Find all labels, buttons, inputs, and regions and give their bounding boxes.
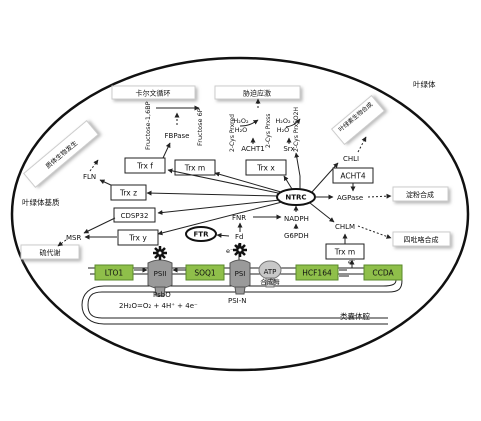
ftr-label: FTR bbox=[194, 231, 210, 239]
trx-x-label: Trx x bbox=[256, 164, 275, 173]
h2o-a-label: H₂O bbox=[235, 126, 248, 134]
trx-y-label: Trx y bbox=[128, 234, 147, 243]
trx-y-box bbox=[117, 229, 159, 246]
srx-label: Srx bbox=[283, 145, 294, 153]
trxf-to-fbpase-arrow bbox=[162, 142, 171, 159]
prx-overoxidation-arrow bbox=[285, 118, 301, 128]
lto1-label: LTO1 bbox=[105, 269, 124, 278]
lto1-box bbox=[94, 264, 134, 281]
cys-prxred-label: 2-Cys Prxred bbox=[229, 114, 236, 152]
fln-label: FLN bbox=[83, 173, 96, 181]
hcf164-ccda-link bbox=[339, 269, 349, 277]
ntrc-to-trxm-arrow bbox=[214, 171, 282, 193]
ntrc-to-prx-arrow bbox=[294, 152, 301, 189]
chlm-to-tetrapyrrole-arrow bbox=[357, 225, 392, 239]
calvin-cycle-box: 卡尔文循环 bbox=[111, 85, 196, 100]
acht4-label: ACHT4 bbox=[340, 172, 365, 181]
chli-label: CHLI bbox=[343, 155, 359, 163]
psbo-label: PsbO bbox=[153, 291, 171, 299]
psin-label: PSI-N bbox=[228, 297, 247, 305]
trx-f-box bbox=[124, 157, 166, 174]
ntrc-to-trxx-arrow bbox=[283, 175, 293, 190]
hcf164-label: HCF164 bbox=[302, 269, 332, 278]
ntrc-to-trxy-arrow bbox=[157, 201, 283, 236]
tetrapyrrole-synthesis-label: 四吡咯合成 bbox=[404, 235, 439, 244]
ntrc-to-trxf-arrow bbox=[167, 168, 279, 194]
starch-synthesis-label: 淀粉合成 bbox=[406, 190, 434, 199]
fbpase-label: FBPase bbox=[165, 132, 190, 140]
e-minus2-label: e⁻ bbox=[348, 258, 355, 266]
fln-to-plastid-arrow bbox=[89, 159, 99, 172]
atp-synthase-label: 合成酶 bbox=[260, 277, 280, 286]
nadph-label: NADPH bbox=[284, 215, 309, 223]
sulfur-metabolism-box: 硫代谢 bbox=[20, 244, 80, 260]
psii-complex: PSII bbox=[147, 246, 173, 297]
fd-to-ftr-arrow bbox=[216, 232, 230, 238]
atp-label: ATP bbox=[264, 268, 277, 276]
g6pdh-label: G6PDH bbox=[284, 232, 309, 240]
cys-prxso2h-label: 2-Cys PrxSO2H bbox=[293, 107, 300, 152]
thylakoid-lumen-label: 类囊体腔 bbox=[340, 311, 370, 321]
prx-oxidation-arrow bbox=[239, 119, 259, 127]
trx-z-box bbox=[110, 184, 147, 201]
trx-f-label: Trx f bbox=[136, 162, 153, 171]
msr-to-sulfur-arrow bbox=[57, 239, 67, 247]
h2o2-a-label: H₂O₂ bbox=[233, 117, 249, 125]
h2o2-b-label: H₂O₂ bbox=[275, 117, 291, 125]
soq1-box bbox=[185, 264, 225, 281]
tetrapyrrole-synthesis-box: 四吡咯合成 bbox=[392, 231, 451, 247]
chlorophyll-synthesis-box: 叶绿素生物合成 bbox=[330, 94, 386, 146]
psii-label: PSII bbox=[154, 270, 167, 278]
e-minus-label: e⁻ bbox=[226, 247, 233, 255]
cdsp32-box bbox=[113, 207, 156, 223]
stress-response-box: 胁迫应激 bbox=[214, 85, 301, 100]
calvin-cycle-label: 卡尔文循环 bbox=[136, 89, 171, 98]
chloroplast-matrix-label: 叶绿体基质 bbox=[22, 197, 60, 207]
acht1-label: ACHT1 bbox=[241, 145, 265, 153]
psi-complex: PSI bbox=[229, 243, 251, 295]
atp-synthase bbox=[258, 260, 282, 288]
psi-label: PSI bbox=[235, 270, 246, 278]
stress-response-label: 胁迫应激 bbox=[243, 89, 271, 98]
soq1-label: SOQ1 bbox=[194, 269, 216, 278]
water-split-label: 2H₂O=O₂ + 4H⁺ + 4e⁻ bbox=[119, 302, 198, 310]
fd-label: Fd bbox=[235, 233, 243, 241]
chloroplast-label: 叶绿体 bbox=[413, 79, 436, 89]
ccda-box bbox=[363, 264, 403, 281]
ntrc-to-chlm-arrow bbox=[309, 202, 335, 223]
ntrc-to-cdsp32-arrow bbox=[157, 199, 281, 216]
trx-m1-label: Trx m bbox=[184, 164, 206, 173]
fnr-label: FNR bbox=[232, 214, 246, 222]
trx-m2-box bbox=[325, 243, 365, 260]
msr-label: MSR bbox=[66, 234, 81, 242]
cys-prxss-label: 2-Cys Prxss bbox=[265, 114, 272, 148]
cdsp32-to-msr-arrow bbox=[83, 217, 116, 234]
agpase-label: AGPase bbox=[337, 194, 363, 202]
trx-x-box bbox=[245, 159, 287, 176]
h2o-b-label: H₂O bbox=[277, 126, 290, 134]
chli-to-chlorophyll-arrow bbox=[357, 136, 367, 153]
starch-synthesis-box: 淀粉合成 bbox=[392, 186, 449, 202]
ftr-node bbox=[185, 226, 217, 242]
chloroplast-envelope bbox=[10, 56, 470, 372]
trx-m2-label: Trx m bbox=[334, 248, 356, 257]
trx-m1-box bbox=[174, 159, 216, 176]
psbo-protein bbox=[154, 286, 166, 297]
ntrc-to-trxz-arrow bbox=[146, 190, 279, 197]
cdsp32-label: CDSP32 bbox=[121, 212, 149, 220]
fructose-6p-label: Fructose 6P bbox=[196, 108, 204, 146]
trx-z-label: Trx z bbox=[119, 189, 137, 198]
chlm-label: CHLM bbox=[335, 223, 355, 231]
hcf164-box bbox=[295, 264, 339, 281]
agpase-to-starch-arrow bbox=[367, 193, 392, 199]
ccda-label: CCDA bbox=[372, 269, 394, 278]
ntrc-label: NTRC bbox=[285, 194, 306, 202]
fructose-16bp-label: Fructose-1,6BP bbox=[144, 101, 152, 150]
sulfur-metabolism-label: 硫代谢 bbox=[40, 248, 61, 257]
